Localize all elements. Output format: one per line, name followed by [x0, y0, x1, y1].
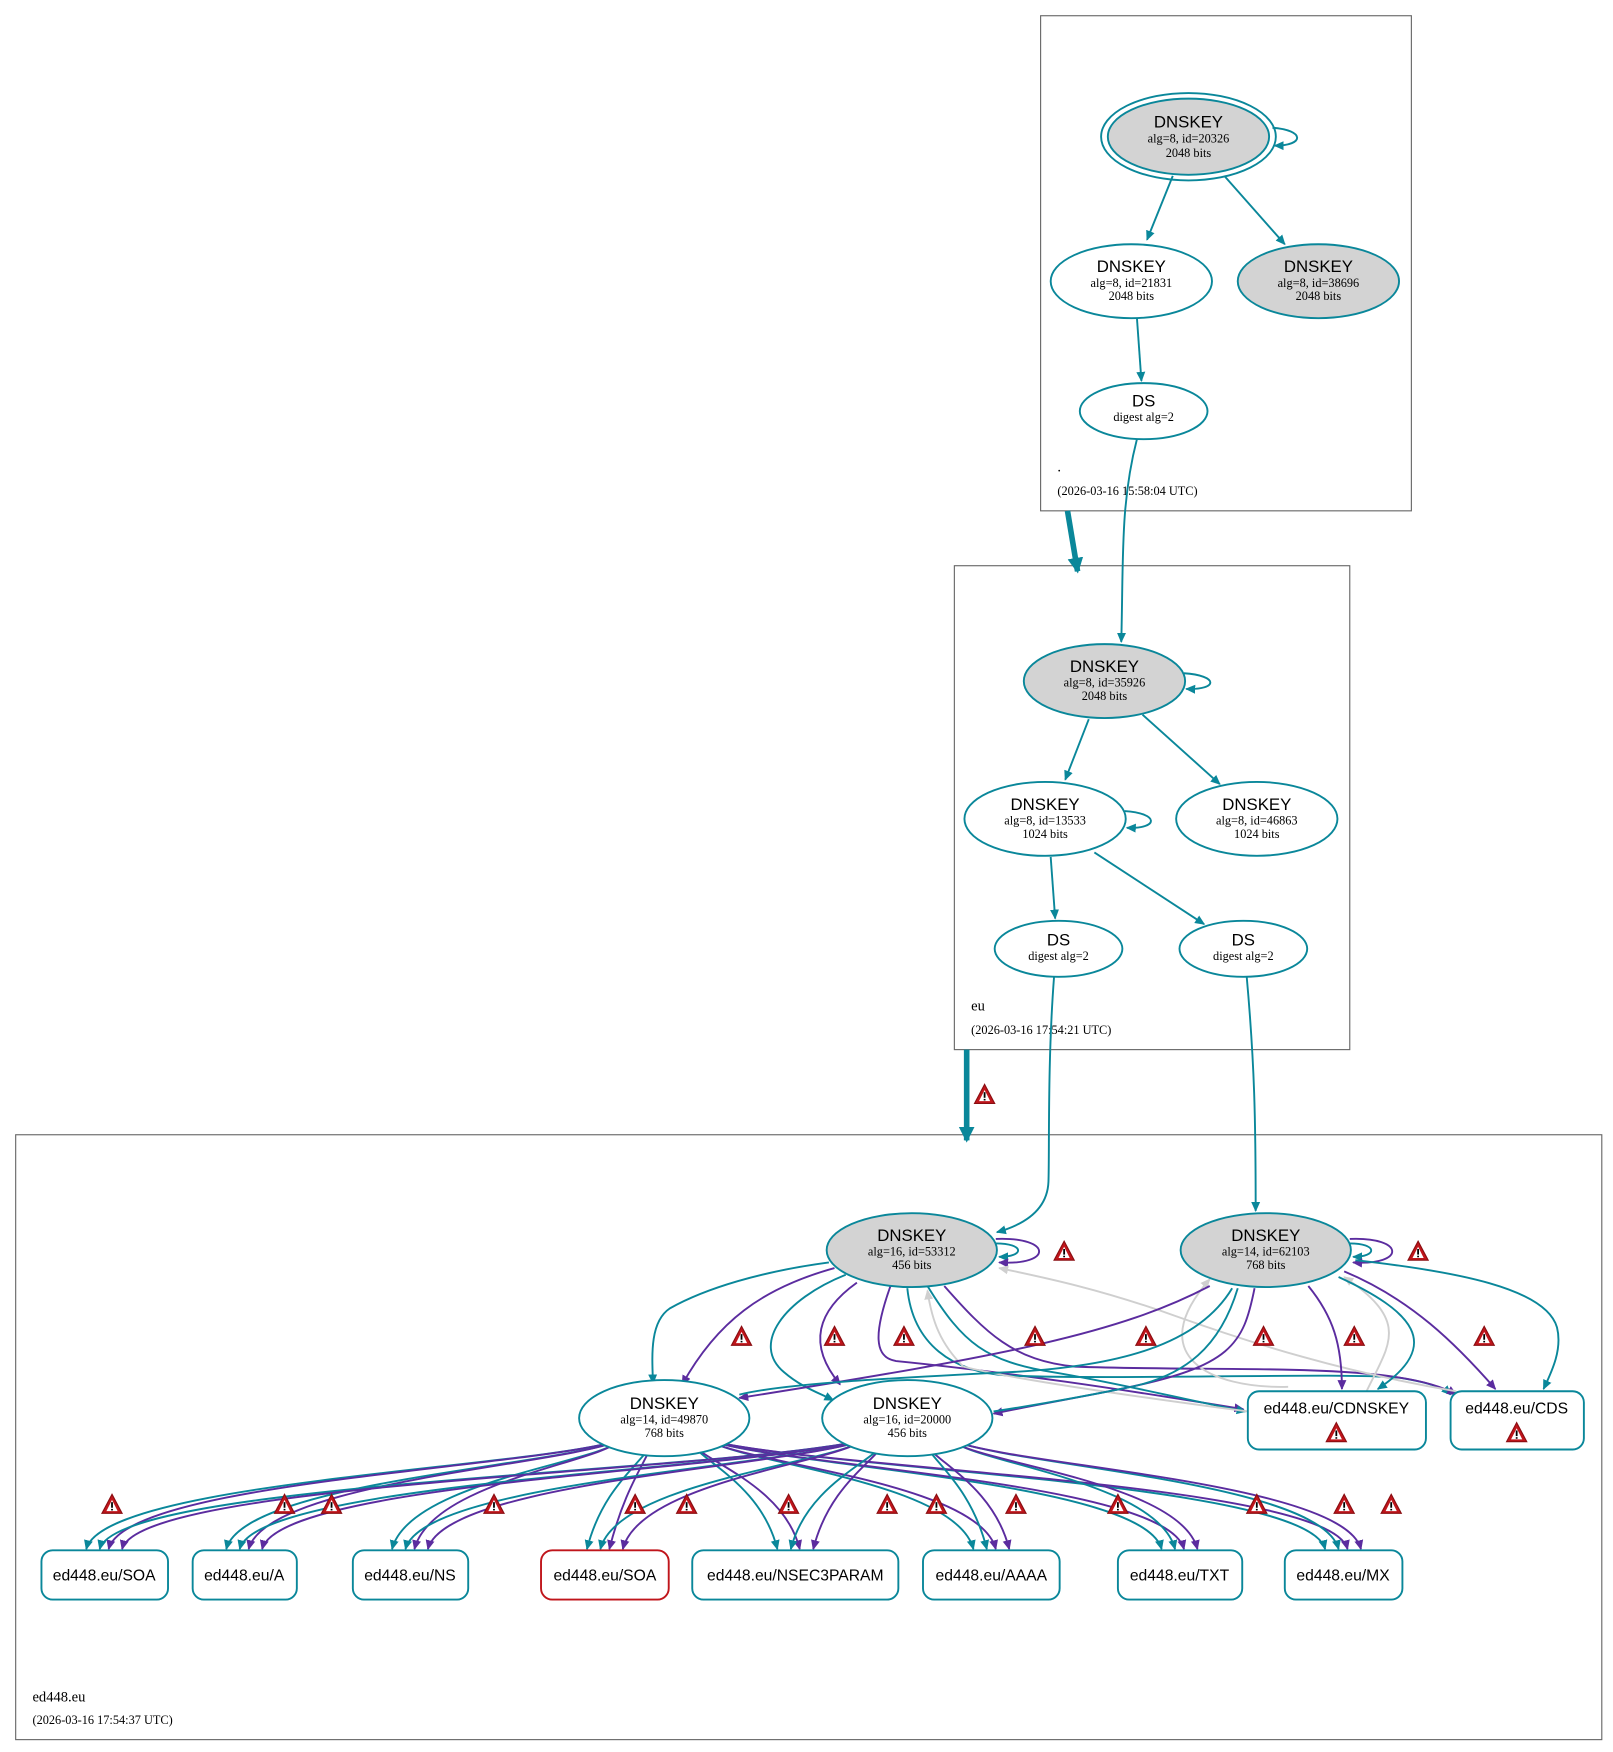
rrset-txt[interactable]: ed448.eu/TXT	[1116, 1549, 1244, 1601]
svg-text:ed448.eu/NS: ed448.eu/NS	[364, 1568, 456, 1585]
zone-ed448-timestamp: (2026-03-16 17:54:37 UTC)	[32, 1713, 172, 1727]
svg-text:DS: DS	[1132, 392, 1155, 411]
svg-text:DNSKEY: DNSKEY	[630, 1394, 699, 1413]
svg-text:ed448.eu/CDS: ed448.eu/CDS	[1465, 1401, 1568, 1418]
svg-text:digest alg=2: digest alg=2	[1028, 949, 1089, 963]
svg-text:2048 bits: 2048 bits	[1296, 289, 1342, 303]
svg-text:DS: DS	[1047, 930, 1070, 949]
svg-text:digest alg=2: digest alg=2	[1213, 949, 1274, 963]
node-ed448-ksk-53312[interactable]: DNSKEY alg=16, id=53312 456 bits	[825, 1212, 998, 1289]
edges-zsk	[84, 1439, 1364, 1551]
svg-text:DNSKEY: DNSKEY	[1011, 795, 1080, 814]
svg-text:alg=8, id=20326: alg=8, id=20326	[1148, 131, 1230, 145]
svg-text:456 bits: 456 bits	[888, 1426, 928, 1440]
svg-text:2048 bits: 2048 bits	[1166, 146, 1212, 160]
rrset-cds[interactable]: ed448.eu/CDS	[1449, 1390, 1585, 1451]
svg-text:alg=14, id=49870: alg=14, id=49870	[620, 1413, 708, 1427]
svg-text:ed448.eu/CDNSKEY: ed448.eu/CDNSKEY	[1264, 1401, 1410, 1418]
svg-text:alg=16, id=53312: alg=16, id=53312	[868, 1245, 956, 1259]
signature-edge	[951, 1439, 1200, 1551]
svg-text:DNSKEY: DNSKEY	[1070, 657, 1139, 676]
node-eu-zsk-46863[interactable]: DNSKEY alg=8, id=46863 1024 bits	[1175, 780, 1339, 857]
svg-text:2048 bits: 2048 bits	[1082, 689, 1128, 703]
rrset-ns[interactable]: ed448.eu/NS	[351, 1549, 470, 1601]
edges-upper	[995, 126, 1298, 1235]
svg-text:alg=8, id=46863: alg=8, id=46863	[1216, 813, 1298, 827]
svg-text:ed448.eu/SOA: ed448.eu/SOA	[553, 1568, 656, 1585]
svg-text:ed448.eu/A: ed448.eu/A	[204, 1568, 285, 1585]
node-ed448-zsk-20000[interactable]: DNSKEY alg=16, id=20000 456 bits	[821, 1379, 994, 1458]
node-eu-ksk[interactable]: DNSKEY alg=8, id=35926 2048 bits	[1022, 643, 1187, 720]
svg-text:DS: DS	[1232, 930, 1255, 949]
svg-text:DNSKEY: DNSKEY	[877, 1226, 946, 1245]
svg-text:alg=14, id=62103: alg=14, id=62103	[1222, 1245, 1310, 1259]
svg-text:ed448.eu/MX: ed448.eu/MX	[1296, 1568, 1390, 1585]
svg-text:DNSKEY: DNSKEY	[1284, 257, 1353, 276]
node-root-zsk-21831[interactable]: DNSKEY alg=8, id=21831 2048 bits	[1049, 243, 1213, 320]
svg-text:alg=8, id=35926: alg=8, id=35926	[1064, 676, 1146, 690]
node-root-ksk[interactable]: DNSKEY alg=8, id=20326 2048 bits	[1100, 92, 1277, 182]
node-ed448-ds-1[interactable]: DS digest alg=2	[993, 919, 1124, 978]
node-eu-zsk-13533[interactable]: DNSKEY alg=8, id=13533 1024 bits	[963, 780, 1127, 857]
rrset-a[interactable]: ed448.eu/A	[191, 1549, 298, 1601]
node-eu-ds[interactable]: DS digest alg=2	[1078, 382, 1209, 441]
zone-eu-timestamp: (2026-03-16 17:54:21 UTC)	[971, 1023, 1111, 1037]
svg-text:alg=16, id=20000: alg=16, id=20000	[863, 1413, 951, 1427]
svg-text:ed448.eu/SOA: ed448.eu/SOA	[53, 1568, 156, 1585]
zone-root-label: .	[1057, 460, 1061, 476]
svg-text:DNSKEY: DNSKEY	[1231, 1226, 1300, 1245]
delegation-root-eu	[1064, 510, 1084, 574]
svg-text:1024 bits: 1024 bits	[1234, 827, 1280, 841]
svg-text:ed448.eu/TXT: ed448.eu/TXT	[1130, 1568, 1230, 1585]
rrset-cdnskey[interactable]: ed448.eu/CDNSKEY	[1246, 1390, 1427, 1451]
rrset-nsec3param[interactable]: ed448.eu/NSEC3PARAM	[691, 1549, 900, 1601]
svg-text:1024 bits: 1024 bits	[1022, 827, 1068, 841]
zone-eu-label: eu	[971, 998, 985, 1014]
svg-text:ed448.eu/AAAA: ed448.eu/AAAA	[936, 1568, 1048, 1585]
node-ed448-ds-2[interactable]: DS digest alg=2	[1178, 919, 1309, 978]
svg-text:ed448.eu/NSEC3PARAM: ed448.eu/NSEC3PARAM	[707, 1568, 884, 1585]
signature-edge	[260, 1439, 863, 1551]
signature-edge	[951, 1439, 1364, 1551]
signature-edge	[119, 1439, 863, 1551]
svg-text:alg=8, id=21831: alg=8, id=21831	[1091, 276, 1173, 290]
node-root-zsk-38696[interactable]: DNSKEY alg=8, id=38696 2048 bits	[1236, 243, 1401, 320]
svg-text:DNSKEY: DNSKEY	[873, 1394, 942, 1413]
signature-edge	[425, 1439, 863, 1551]
svg-text:456 bits: 456 bits	[892, 1258, 932, 1272]
svg-text:digest alg=2: digest alg=2	[1113, 410, 1174, 424]
svg-text:DNSKEY: DNSKEY	[1222, 795, 1291, 814]
signature-edge	[620, 1439, 864, 1551]
rrset-mx[interactable]: ed448.eu/MX	[1283, 1549, 1404, 1601]
node-ed448-ksk-62103[interactable]: DNSKEY alg=14, id=62103 768 bits	[1179, 1212, 1352, 1289]
svg-text:alg=8, id=38696: alg=8, id=38696	[1278, 276, 1360, 290]
svg-text:768 bits: 768 bits	[1246, 1258, 1286, 1272]
svg-text:alg=8, id=13533: alg=8, id=13533	[1004, 813, 1086, 827]
svg-text:768 bits: 768 bits	[645, 1426, 685, 1440]
signature-edge	[708, 1439, 1187, 1551]
warning-icon[interactable]	[973, 1083, 996, 1104]
rrset-aaaa[interactable]: ed448.eu/AAAA	[922, 1549, 1061, 1601]
rrset-soa-error[interactable]: ed448.eu/SOA	[540, 1549, 670, 1601]
svg-text:DNSKEY: DNSKEY	[1097, 257, 1166, 276]
rrset-soa[interactable]: ed448.eu/SOA	[40, 1549, 169, 1601]
svg-text:DNSKEY: DNSKEY	[1154, 113, 1223, 132]
node-ed448-zsk-49870[interactable]: DNSKEY alg=14, id=49870 768 bits	[578, 1379, 751, 1458]
zone-ed448-label: ed448.eu	[32, 1690, 86, 1706]
svg-text:2048 bits: 2048 bits	[1109, 289, 1155, 303]
